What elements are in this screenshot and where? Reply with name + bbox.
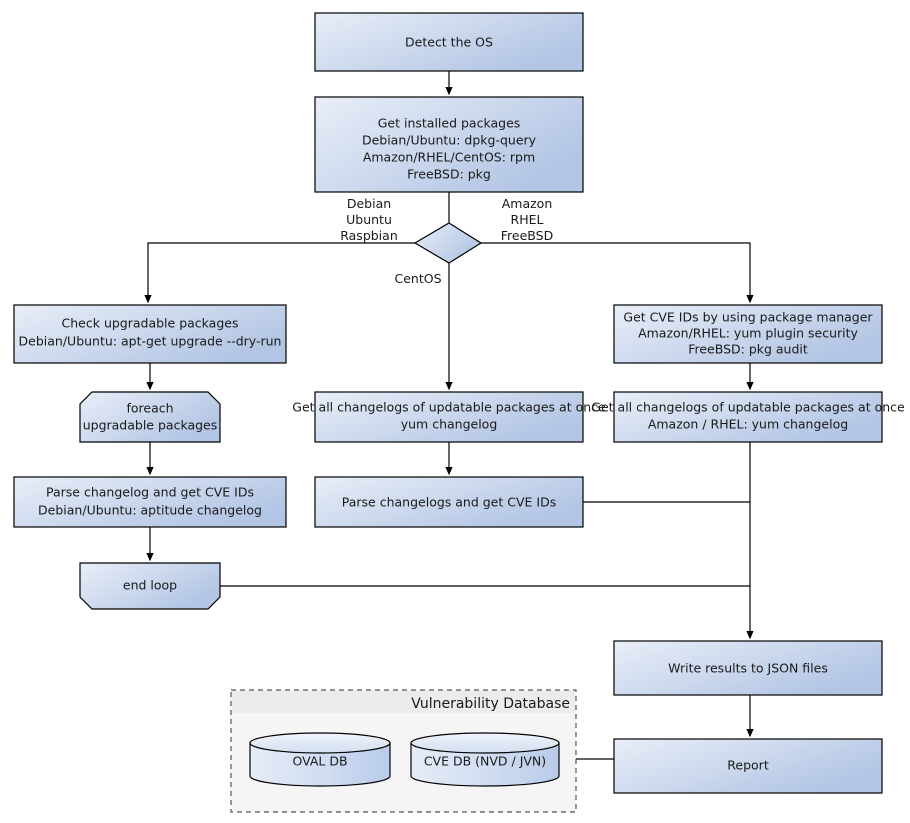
foreach-line-2: upgradable packages <box>83 418 218 433</box>
parse-changelog-deb-box[interactable] <box>13 476 287 528</box>
down-branch-line-1: CentOS <box>394 271 441 286</box>
node-changelogs-amazon[interactable]: Get all changelogs of updatable packages… <box>591 391 905 443</box>
get-cve-pm-line-1: Get CVE IDs by using package manager <box>623 310 873 325</box>
get-installed-line-3: Amazon/RHEL/CentOS: rpm <box>363 150 535 165</box>
edge-decision-to-left-branch <box>144 242 415 304</box>
oval-db-top <box>249 732 391 754</box>
get-cve-pm-box[interactable] <box>613 304 883 364</box>
node-report[interactable]: Report <box>613 738 883 794</box>
node-get-cve-package-manager[interactable]: Get CVE IDs by using package manager Ama… <box>613 304 883 364</box>
check-upgradable-box[interactable] <box>13 304 287 364</box>
get-installed-line-4: FreeBSD: pkg <box>407 167 491 182</box>
cve-db-top <box>410 732 560 754</box>
node-end-loop[interactable]: end loop <box>79 562 221 610</box>
changelogs-centos-box[interactable] <box>314 391 584 443</box>
left-branch-line-1: Debian <box>347 196 391 211</box>
check-upgradable-line-1: Check upgradable packages <box>62 316 239 331</box>
parse-changelogs-box[interactable] <box>314 476 584 528</box>
node-foreach-loop-start[interactable]: foreach upgradable packages <box>79 391 221 443</box>
parse-changelog-deb-line-1: Parse changelog and get CVE IDs <box>46 485 254 500</box>
detect-os-box[interactable] <box>314 12 584 72</box>
os-decision-diamond[interactable] <box>413 222 483 264</box>
report-box[interactable] <box>613 738 883 794</box>
changelogs-centos-line-1: Get all changelogs of updatable packages… <box>292 400 606 415</box>
group-header-band <box>232 691 575 713</box>
cve-db-body <box>410 742 560 787</box>
node-write-json[interactable]: Write results to JSON files <box>613 640 883 696</box>
database-cve: CVE DB (NVD / JVN) <box>410 732 560 787</box>
edge-label-left-branch: Debian Ubuntu Raspbian <box>340 196 398 243</box>
get-installed-line-1: Get installed packages <box>378 116 521 131</box>
oval-db-body <box>249 742 391 787</box>
changelogs-amazon-line-1: Get all changelogs of updatable packages… <box>591 400 905 415</box>
write-json-label: Write results to JSON files <box>668 661 828 676</box>
edge-decision-to-right-branch <box>481 242 754 304</box>
cve-db-label: CVE DB (NVD / JVN) <box>424 754 546 769</box>
get-installed-line-2: Debian/Ubuntu: dpkg-query <box>362 133 537 148</box>
left-branch-line-2: Ubuntu <box>346 212 392 227</box>
node-detect-os[interactable]: Detect the OS <box>314 12 584 72</box>
right-branch-line-2: RHEL <box>511 212 544 227</box>
changelogs-centos-line-2: yum changelog <box>401 417 498 432</box>
check-upgradable-line-2: Debian/Ubuntu: apt-get upgrade --dry-run <box>19 334 282 349</box>
parse-changelog-deb-line-2: Debian/Ubuntu: aptitude changelog <box>38 503 262 518</box>
node-os-decision[interactable] <box>413 222 483 264</box>
get-installed-box[interactable] <box>314 96 584 193</box>
node-parse-changelog-debian[interactable]: Parse changelog and get CVE IDs Debian/U… <box>13 476 287 528</box>
edge-label-right-branch: Amazon RHEL FreeBSD <box>501 196 553 243</box>
write-json-box[interactable] <box>613 640 883 696</box>
oval-db-label: OVAL DB <box>292 754 347 769</box>
left-branch-line-3: Raspbian <box>340 228 398 243</box>
end-loop-shape[interactable] <box>79 562 221 610</box>
right-branch-line-1: Amazon <box>502 196 553 211</box>
changelogs-amazon-line-2: Amazon / RHEL: yum changelog <box>648 417 848 432</box>
end-loop-label: end loop <box>123 578 177 593</box>
edge-label-down-branch: CentOS <box>394 271 441 286</box>
right-branch-line-3: FreeBSD <box>501 228 553 243</box>
node-parse-changelogs[interactable]: Parse changelogs and get CVE IDs <box>314 476 584 528</box>
group-title-label: Vulnerability Database <box>411 696 570 712</box>
database-oval: OVAL DB <box>249 732 391 787</box>
node-check-upgradable[interactable]: Check upgradable packages Debian/Ubuntu:… <box>13 304 287 364</box>
detect-os-label: Detect the OS <box>405 35 493 50</box>
connector-layer <box>144 71 754 760</box>
get-cve-pm-line-3: FreeBSD: pkg audit <box>688 342 808 357</box>
foreach-loop-shape[interactable] <box>79 391 221 443</box>
parse-changelogs-label: Parse changelogs and get CVE IDs <box>342 495 556 510</box>
node-changelogs-centos[interactable]: Get all changelogs of updatable packages… <box>292 391 606 443</box>
foreach-line-1: foreach <box>126 401 173 416</box>
changelogs-amazon-box[interactable] <box>613 391 883 443</box>
get-cve-pm-line-2: Amazon/RHEL: yum plugin security <box>638 326 858 341</box>
group-vulnerability-database: Vulnerability Database OVAL DB CVE DB (N… <box>230 689 577 813</box>
report-label: Report <box>727 758 769 773</box>
node-get-installed-packages[interactable]: Get installed packages Debian/Ubuntu: dp… <box>314 96 584 193</box>
